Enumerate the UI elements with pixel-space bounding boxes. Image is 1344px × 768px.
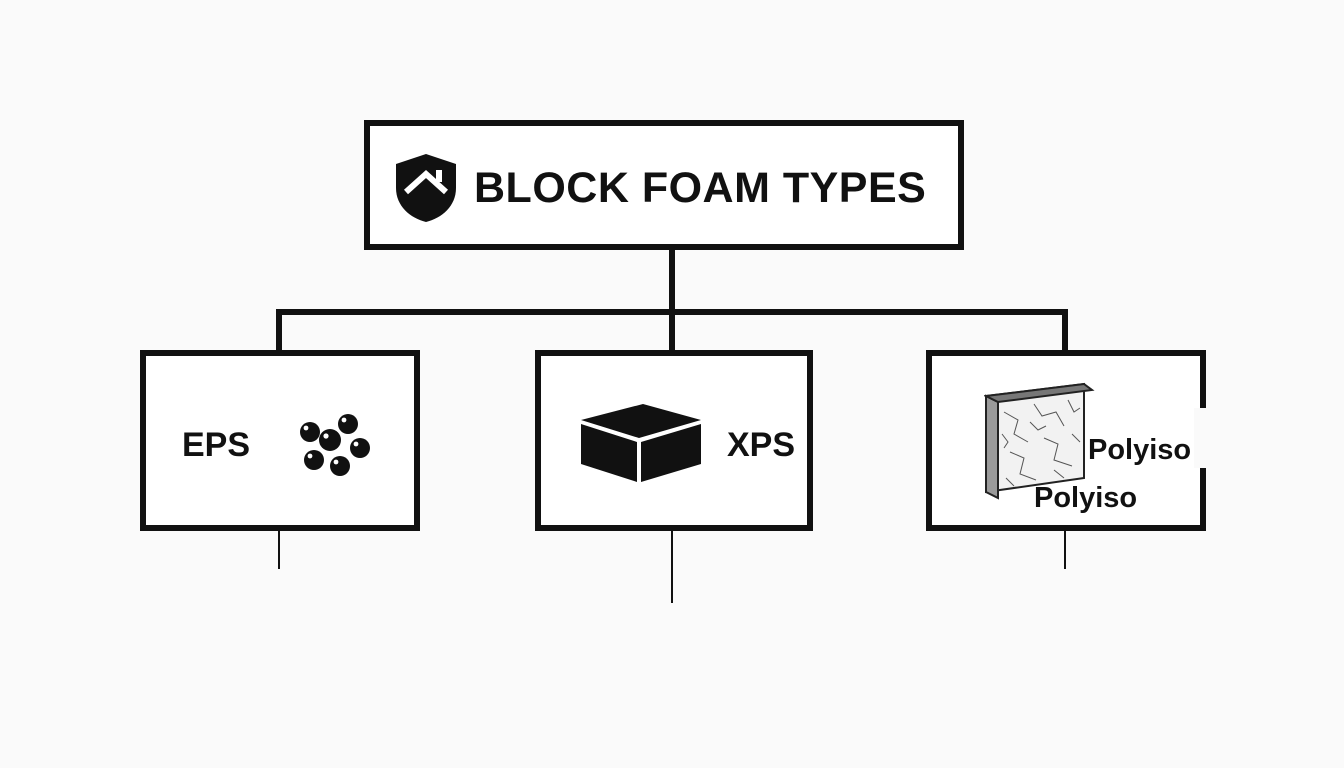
node-polyiso-label-repeat: Polyiso: [1034, 482, 1138, 514]
node-polyiso: Polyiso Polyiso: [926, 350, 1206, 531]
node-eps-label: EPS: [182, 426, 251, 464]
shield-house-icon: [396, 154, 456, 222]
node-eps: EPS: [140, 350, 420, 531]
foam-beads-icon: [300, 414, 370, 476]
node-polyiso-label: Polyiso: [1088, 434, 1192, 466]
textured-panel-icon: [984, 382, 1095, 500]
node-xps: XPS: [535, 350, 813, 531]
title-box: BLOCK FOAM TYPES: [364, 120, 964, 250]
border-gap: [1194, 408, 1214, 468]
solid-block-icon: [580, 404, 702, 482]
node-xps-label: XPS: [727, 426, 796, 464]
diagram-title: BLOCK FOAM TYPES: [474, 164, 927, 212]
